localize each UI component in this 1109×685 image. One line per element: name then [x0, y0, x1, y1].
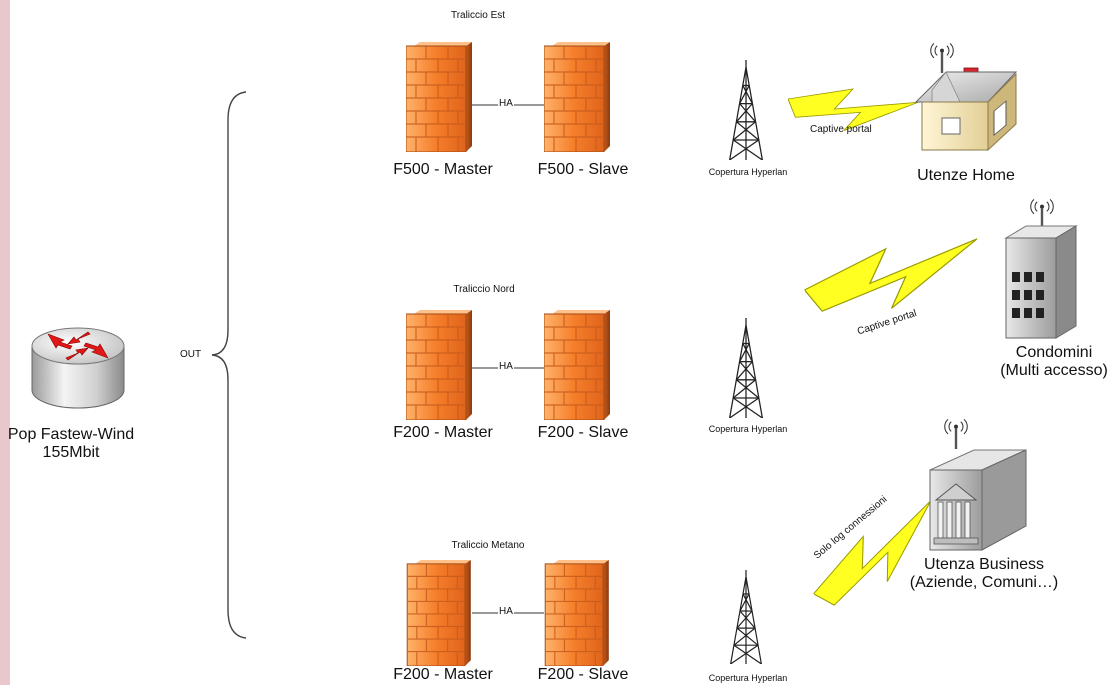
pop-label: Pop Fastew-Wind 155Mbit	[8, 426, 134, 462]
firewall-slave-icon	[544, 42, 610, 152]
client-name: Utenza Business	[923, 556, 1045, 573]
house-icon	[914, 67, 1018, 152]
tower-icon	[724, 570, 768, 664]
link-label: Captive portal	[810, 124, 872, 135]
pop-name: Pop Fastew-Wind	[7, 426, 135, 443]
client-label-home: Utenze Home	[917, 167, 1015, 184]
coverage-label: Copertura Hyperlan	[708, 424, 788, 434]
apartment-building-icon	[1004, 225, 1078, 339]
firewall-master-icon	[406, 310, 472, 420]
coverage-label: Copertura Hyperlan	[708, 167, 788, 177]
firewall-slave-label: F200 - Slave	[537, 666, 629, 683]
diagram-canvas: Pop Fastew-Wind 155Mbit OUT Traliccio Es…	[8, 0, 1109, 685]
firewall-master-label: F200 - Master	[393, 666, 493, 683]
ha-label: HA	[498, 98, 514, 109]
router-icon	[31, 327, 125, 409]
distribution-brace	[211, 91, 247, 639]
out-label: OUT	[180, 349, 202, 360]
site-name-nord: Traliccio Nord	[453, 284, 515, 295]
firewall-master-label: F200 - Master	[393, 424, 493, 441]
tower-icon	[724, 60, 768, 160]
client-label-condomini: Condomini (Multi accesso)	[1000, 344, 1108, 380]
firewall-master-icon	[406, 42, 472, 152]
firewall-slave-icon	[544, 310, 610, 420]
client-detail: (Multi accesso)	[1000, 362, 1108, 379]
firewall-master-icon	[406, 560, 472, 666]
site-name-est: Traliccio Est	[450, 10, 506, 21]
tower-icon	[724, 318, 768, 418]
client-name: Condomini	[1015, 344, 1093, 361]
ha-label: HA	[498, 361, 514, 372]
client-label-business: Utenza Business (Aziende, Comuni…)	[910, 556, 1059, 592]
firewall-slave-label: F200 - Slave	[537, 424, 629, 441]
site-name-metano: Traliccio Metano	[451, 540, 525, 551]
firewall-slave-icon	[544, 560, 610, 666]
business-building-icon	[929, 449, 1027, 551]
ha-label: HA	[498, 606, 514, 617]
firewall-slave-label: F500 - Slave	[537, 161, 629, 178]
pop-bandwidth: 155Mbit	[42, 444, 100, 461]
coverage-label: Copertura Hyperlan	[708, 673, 788, 683]
firewall-master-label: F500 - Master	[393, 161, 493, 178]
client-detail: (Aziende, Comuni…)	[909, 574, 1059, 591]
